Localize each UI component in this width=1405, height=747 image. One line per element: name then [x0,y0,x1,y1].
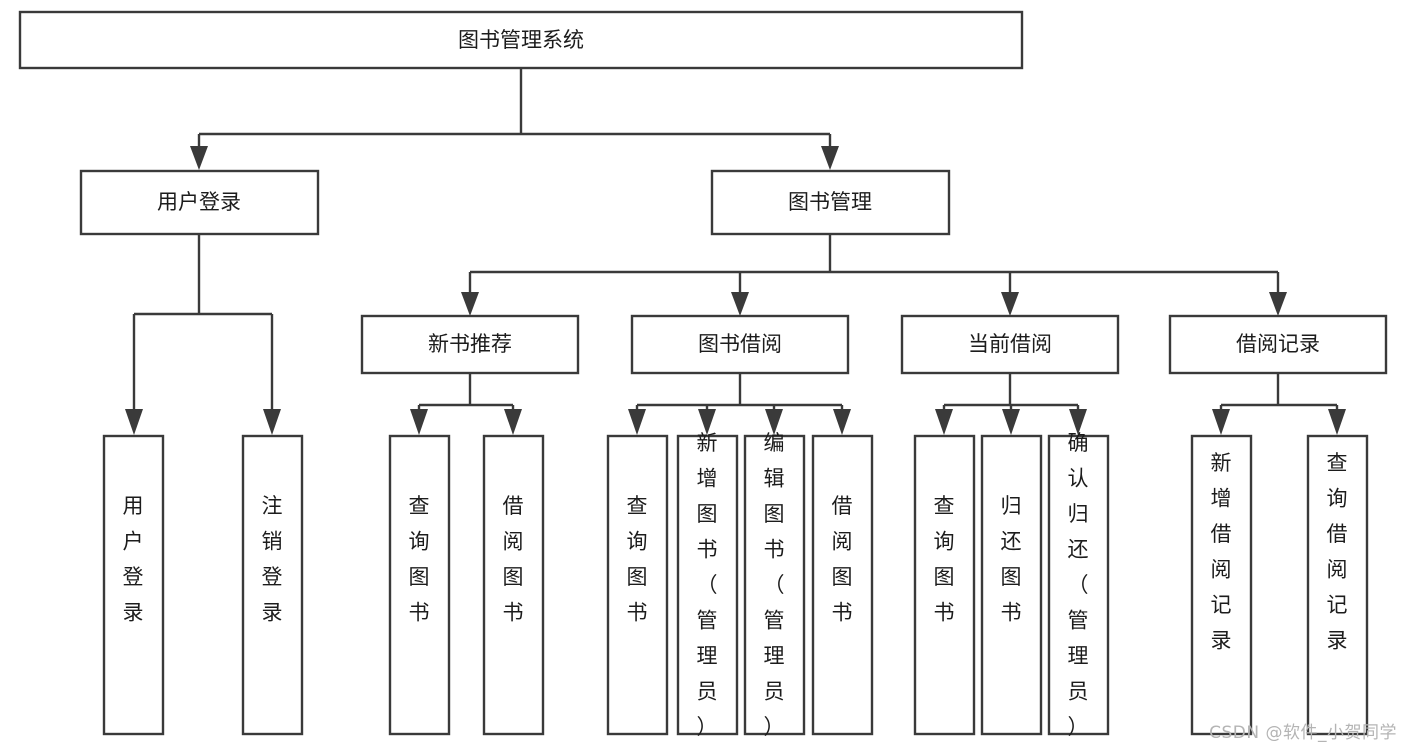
leaf-user-login-1-box [102,434,165,736]
leaf-current-borrow-2-box [980,434,1043,736]
leaf-book-borrow-3-box [743,434,806,736]
leaf-book-borrow-1-box [606,434,669,736]
arrow-head-leaf-br-2 [1328,409,1346,435]
leaf-book-borrow-1-label: 查询图书 [627,494,648,625]
connector-group-root [190,68,839,170]
node-book-borrow-box [630,314,850,375]
node-user-login[interactable]: 用户登录 [79,169,320,236]
leaf-book-borrow-2-label: 新增图书（管理员） [697,431,718,739]
connector-group-current-borrow [935,373,1087,435]
arrow-head-user-login [190,146,208,170]
arrow-head-leaf-br-1 [1212,409,1230,435]
arrow-head-leaf-user-login-2 [263,409,281,435]
leaf-book-borrow-3[interactable]: 编辑图书（管理员） [743,431,806,739]
node-borrow-record[interactable]: 借阅记录 [1168,314,1388,375]
arrow-head-book-borrow [731,292,749,316]
leaf-book-borrow-1[interactable]: 查询图书 [606,434,669,736]
arrow-head-leaf-nbr-2 [504,409,522,435]
arrow-head-current-borrow [1001,292,1019,316]
node-root-label: 图书管理系统 [458,28,584,52]
leaf-new-book-recommend-1-box [388,434,451,736]
leaf-current-borrow-1-label: 查询图书 [934,494,955,625]
arrow-head-leaf-cb-1 [935,409,953,435]
node-new-book-recommend[interactable]: 新书推荐 [360,314,580,375]
arrow-head-borrow-record [1269,292,1287,316]
leaf-book-borrow-2-box [676,434,739,736]
leaf-user-login-2-label: 注销登录 [262,494,283,625]
node-user-login-box [79,169,320,236]
node-book-borrow[interactable]: 图书借阅 [630,314,850,375]
leaf-borrow-record-2[interactable]: 查询借阅记录 [1306,434,1369,736]
node-root-box [18,10,1024,70]
arrow-head-leaf-bb-4 [833,409,851,435]
node-new-book-recommend-box [360,314,580,375]
leaf-current-borrow-2-label: 归还图书 [1001,494,1022,625]
node-book-borrow-label: 图书借阅 [698,332,782,356]
node-borrow-record-label: 借阅记录 [1236,332,1320,356]
watermark-text: CSDN @软件_小贺同学 [1209,723,1397,743]
leaf-current-borrow-1[interactable]: 查询图书 [913,434,976,736]
connector-group-borrow-record [1212,373,1346,435]
node-current-borrow[interactable]: 当前借阅 [900,314,1120,375]
leaf-current-borrow-1-box [913,434,976,736]
arrow-head-leaf-bb-3 [765,409,783,435]
node-current-borrow-label: 当前借阅 [968,332,1052,356]
leaf-book-borrow-4[interactable]: 借阅图书 [811,434,874,736]
node-book-management[interactable]: 图书管理 [710,169,951,236]
leaf-current-borrow-3-box [1047,434,1110,736]
node-current-borrow-box [900,314,1120,375]
leaf-new-book-recommend-2-label: 借阅图书 [503,494,524,625]
connector-group-new-book-recommend [410,373,522,435]
node-new-book-recommend-label: 新书推荐 [428,332,512,356]
arrow-head-leaf-nbr-1 [410,409,428,435]
connector-group-user-login [125,234,281,435]
leaf-book-borrow-4-box [811,434,874,736]
leaf-user-login-2-box [241,434,304,736]
arrow-head-leaf-bb-1 [628,409,646,435]
leaf-user-login-1-label: 用户登录 [123,494,144,625]
arrow-head-leaf-user-login-1 [125,409,143,435]
arrow-head-leaf-cb-3 [1069,409,1087,435]
arrow-head-book-mgmt [821,146,839,170]
leaf-user-login-2[interactable]: 注销登录 [241,434,304,736]
leaf-current-borrow-3-label: 确认归还（管理员） [1068,431,1089,739]
arrow-head-new-book-recommend [461,292,479,316]
leaf-borrow-record-1-box [1190,434,1253,736]
leaf-new-book-recommend-2-box [482,434,545,736]
leaf-borrow-record-2-label: 查询借阅记录 [1327,451,1348,653]
leaf-current-borrow-3[interactable]: 确认归还（管理员） [1047,431,1110,739]
node-user-login-label: 用户登录 [157,190,241,214]
connector-group-book-borrow [628,373,851,435]
node-root[interactable]: 图书管理系统 [18,10,1024,70]
leaf-book-borrow-4-label: 借阅图书 [832,494,853,625]
leaf-borrow-record-1[interactable]: 新增借阅记录 [1190,434,1253,736]
leaf-new-book-recommend-1[interactable]: 查询图书 [388,434,451,736]
node-book-management-label: 图书管理 [788,190,872,214]
node-book-management-box [710,169,951,236]
leaf-book-borrow-3-label: 编辑图书（管理员） [764,431,785,739]
connector-group-book-mgmt [461,234,1287,316]
arrow-head-leaf-cb-2 [1002,409,1020,435]
leaf-current-borrow-2[interactable]: 归还图书 [980,434,1043,736]
node-borrow-record-box [1168,314,1388,375]
arrow-head-leaf-bb-2 [698,409,716,435]
leaf-new-book-recommend-1-label: 查询图书 [409,494,430,625]
leaf-borrow-record-2-box [1306,434,1369,736]
leaf-borrow-record-1-label: 新增借阅记录 [1211,451,1232,653]
leaf-user-login-1[interactable]: 用户登录 [102,434,165,736]
leaf-book-borrow-2[interactable]: 新增图书（管理员） [676,431,739,739]
leaf-new-book-recommend-2[interactable]: 借阅图书 [482,434,545,736]
